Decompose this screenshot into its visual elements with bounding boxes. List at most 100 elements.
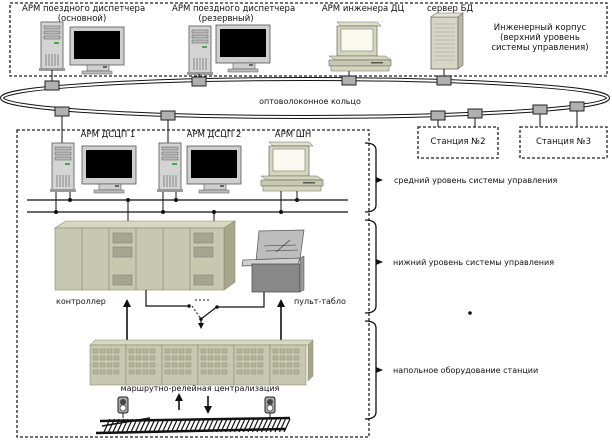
track-tie <box>130 418 138 433</box>
relay-interlocking <box>89 339 314 386</box>
track-tie <box>166 418 174 433</box>
switch-connections <box>145 290 265 329</box>
track-tie <box>256 418 264 433</box>
railway-track-icon <box>95 416 291 435</box>
track-tie <box>278 418 287 433</box>
track-tie <box>170 418 179 433</box>
station-zone <box>16 129 370 438</box>
track-tie <box>260 418 269 433</box>
dispatcher-main-label: АРМ поездного диспетчера (основной) <box>22 4 146 24</box>
computer-tower-icon <box>49 142 77 193</box>
monitor-icon <box>215 24 271 73</box>
dispatcher-main-workstation <box>38 21 125 75</box>
relay-block-icon <box>197 344 235 386</box>
shn-label: АРМ ШН <box>274 130 312 140</box>
track-tie <box>179 418 188 433</box>
ring-label: оптоволоконное кольцо <box>259 97 361 106</box>
track-tie <box>157 418 165 433</box>
computer-tower-icon <box>38 21 66 72</box>
network-node-icon <box>191 76 207 87</box>
dispatcher-reserve-workstation <box>186 24 271 76</box>
db-server-label: сервер БД <box>426 4 474 14</box>
label-line: (резервный) <box>198 14 254 24</box>
controller-cabinet <box>53 220 237 291</box>
traffic-signal-icon <box>264 396 276 419</box>
monitor-icon <box>81 145 137 194</box>
relay-block-icon <box>125 344 163 386</box>
network-node-icon <box>436 75 452 86</box>
stray-dot <box>468 311 472 315</box>
track-tie <box>125 418 134 433</box>
track-tie <box>269 418 278 433</box>
track-tie <box>211 418 219 433</box>
dscp2-label: АРМ ДСЦП 2 <box>186 130 242 140</box>
track-tie <box>206 418 215 433</box>
computer-tower-icon <box>156 142 184 193</box>
track-tie <box>197 418 206 433</box>
dscp2-workstation <box>156 142 242 194</box>
monitor-icon <box>69 26 125 75</box>
relay-label: маршрутно-релейная централизация <box>120 384 280 393</box>
track-tie <box>139 418 147 433</box>
track-tie <box>112 418 120 433</box>
network-node-icon <box>54 106 70 117</box>
server-icon <box>430 16 459 70</box>
relay-block-icon <box>89 344 127 386</box>
track-tie <box>116 418 125 433</box>
track-tie <box>143 418 152 433</box>
track-tie <box>265 418 273 433</box>
station-3-box <box>519 126 608 159</box>
level-lower-label: нижний уровень системы управления <box>393 258 555 267</box>
track-tie <box>224 418 233 433</box>
engineer-workstation <box>328 21 392 72</box>
station-3-label: Станция №3 <box>535 137 592 147</box>
dscp1-workstation <box>49 142 137 194</box>
station-2-box <box>417 126 499 159</box>
panel-label: пульт-табло <box>294 297 346 306</box>
control-panel <box>241 229 305 293</box>
network-node-icon <box>341 75 357 86</box>
label-line: (верхний уровень <box>500 33 580 43</box>
track-tie <box>242 418 251 433</box>
network-node-icon <box>467 108 483 119</box>
fiber-optic-ring <box>0 77 610 119</box>
track-tie <box>134 418 143 433</box>
track-tie <box>161 418 170 433</box>
engineer-label: АРМ инженера ДЦ <box>321 4 405 14</box>
db-server <box>430 12 464 70</box>
track-tie <box>251 418 260 433</box>
label-line: АРМ поездного диспетчера <box>22 4 146 14</box>
label-line: АРМ поездного диспетчера <box>172 4 296 14</box>
track-tie <box>247 418 255 433</box>
traffic-signal-icon <box>117 396 129 419</box>
track-tie <box>148 418 156 433</box>
station-bus <box>27 199 348 213</box>
track-tie <box>188 418 197 433</box>
desktop-computer-icon <box>328 21 392 72</box>
engineering-building-label: Инженерный корпус (верхний уровень систе… <box>476 23 604 53</box>
network-node-icon <box>569 101 585 112</box>
monitor-icon <box>186 145 242 194</box>
track-tie <box>238 418 246 433</box>
track-tie <box>175 418 183 433</box>
track-tie <box>283 418 291 433</box>
track-tie <box>202 418 210 433</box>
track-tie <box>152 418 161 433</box>
dispatcher-reserve-label: АРМ поездного диспетчера (резервный) <box>172 4 296 24</box>
label-line: (основной) <box>57 14 107 24</box>
relay-block-icon <box>161 344 199 386</box>
network-node-icon <box>430 110 446 121</box>
track-tie <box>220 418 228 433</box>
computer-tower-icon <box>186 25 214 76</box>
track-tie <box>121 418 129 433</box>
network-node-icon <box>532 104 548 115</box>
track-tie <box>233 418 242 433</box>
track-tie <box>193 418 201 433</box>
station-2-label: Станция №2 <box>430 137 486 147</box>
relay-block-icon <box>269 344 307 386</box>
level-middle-label: средний уровень системы управления <box>394 176 558 185</box>
track-tie <box>229 418 237 433</box>
network-node-icon <box>160 110 176 121</box>
level-brackets <box>364 142 377 420</box>
